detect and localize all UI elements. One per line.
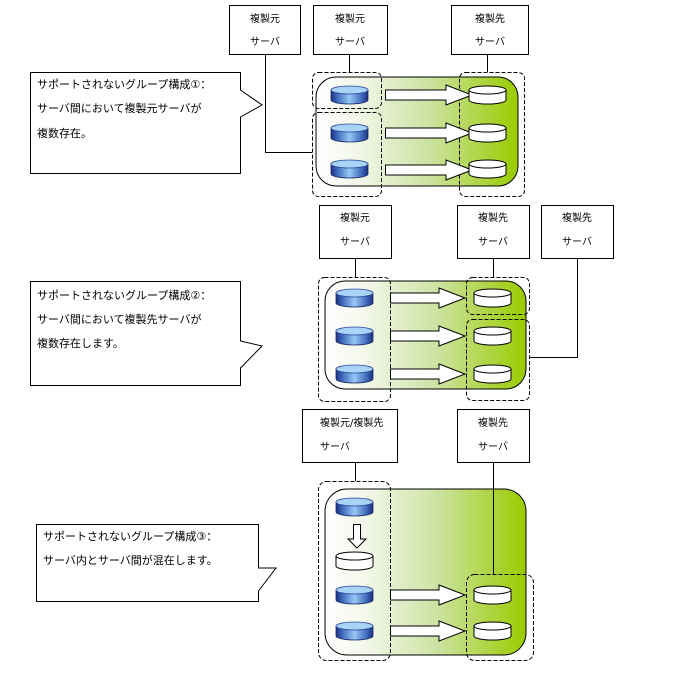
- diagram-1: 複製元 サーバ 複製元 サーバ 複製先 サーバ サポートされないグループ構成①：…: [30, 5, 529, 197]
- dashed-group-target: [466, 574, 534, 661]
- server-label: サーバ: [475, 36, 505, 48]
- server-label: 複製元: [340, 211, 370, 224]
- source-disks: [335, 585, 374, 641]
- callout-text: サーバ間において複製元サーバが: [37, 101, 201, 115]
- source-disk-icon: [335, 288, 374, 308]
- right-arrow-icon: [390, 584, 467, 606]
- target-disks: [473, 585, 512, 641]
- target-disk-icon: [468, 85, 507, 105]
- replication-arrows: [390, 584, 467, 642]
- replication-arrows: [385, 84, 474, 181]
- target-disks: [473, 288, 512, 384]
- source-disks: [330, 85, 369, 179]
- callout-text: 複数存在します。: [37, 336, 124, 350]
- down-arrow-icon: [346, 524, 368, 549]
- right-arrow-icon: [390, 363, 467, 385]
- callout-text: サポートされないグループ構成②：: [37, 288, 211, 302]
- source-disk-icon: [335, 326, 374, 346]
- server-label: サーバ: [250, 36, 280, 48]
- target-disks: [468, 85, 507, 179]
- server-label: サーバ: [562, 236, 592, 248]
- source-disk-icon: [330, 123, 369, 143]
- target-disk-icon: [468, 123, 507, 143]
- source-disk-icon: [335, 497, 374, 517]
- callout-text: サーバ間において複製先サーバが: [37, 312, 201, 326]
- target-disk-icon: [473, 288, 512, 308]
- dashed-group-source: [318, 277, 391, 402]
- right-arrow-icon: [385, 122, 474, 144]
- callout-3: サポートされないグループ構成③： サーバ内とサーバ間が混在します。: [36, 524, 278, 602]
- server-label: サーバ: [335, 36, 365, 48]
- server-label: 複製先: [475, 12, 505, 25]
- server-box-source-target: 複製元/複製先 サーバ: [302, 409, 398, 463]
- server-box-source-1: 複製元 サーバ: [319, 205, 392, 259]
- server-label: 複製先: [478, 211, 508, 224]
- source-disk-icon: [335, 585, 374, 605]
- dashed-group-source-top: [312, 72, 382, 109]
- right-arrow-icon: [390, 325, 467, 347]
- replication-group-area: [324, 488, 527, 656]
- server-label: サーバ: [340, 236, 370, 248]
- server-label: 複製先: [478, 416, 508, 429]
- dashed-group-target-bottom: [466, 319, 530, 401]
- server-box-target-1: 複製先 サーバ: [457, 205, 530, 259]
- right-arrow-icon: [390, 620, 467, 642]
- connector-line: [265, 54, 312, 153]
- server-box-source-1: 複製元 サーバ: [229, 5, 301, 55]
- callout-text: 複数存在。: [37, 126, 92, 140]
- source-disks: [335, 497, 374, 517]
- right-arrow-icon: [385, 159, 474, 181]
- diagram-2: 複製元 サーバ 複製先 サーバ 複製先 サーバ サポートされないグループ構成②：…: [30, 205, 614, 402]
- server-box-target-2: 複製先 サーバ: [541, 205, 614, 259]
- target-disk-icon: [473, 585, 512, 605]
- server-box-target-1: 複製先 サーバ: [457, 409, 530, 463]
- diagram-3: 複製元/複製先 サーバ 複製先 サーバ サポートされないグループ構成③： サーバ…: [36, 409, 534, 661]
- server-label: 複製元: [335, 12, 365, 25]
- server-label: サーバ: [478, 441, 508, 453]
- server-box-source-2: 複製元 サーバ: [313, 5, 388, 55]
- target-disk-icon: [473, 326, 512, 346]
- source-disk-icon: [330, 159, 369, 179]
- callout-1: サポートされないグループ構成①： サーバ間において複製元サーバが 複数存在。: [30, 72, 263, 174]
- target-disk-icon: [468, 159, 507, 179]
- target-disk-icon: [473, 621, 512, 641]
- dashed-group-source-bottom: [312, 112, 382, 197]
- callout-text: サポートされないグループ構成①：: [37, 77, 211, 91]
- server-box-target-1: 複製先 サーバ: [451, 5, 529, 55]
- target-disk-icon: [473, 364, 512, 384]
- right-arrow-icon: [390, 287, 467, 309]
- server-label: サーバ: [478, 236, 508, 248]
- server-label: 複製元/複製先: [320, 416, 383, 429]
- server-label: 複製元: [250, 12, 280, 25]
- target-disks: [335, 551, 374, 571]
- callout-text: サーバ内とサーバ間が混在します。: [43, 553, 218, 567]
- connector-line: [529, 258, 578, 358]
- source-disk-icon: [335, 621, 374, 641]
- replication-arrows: [390, 287, 467, 385]
- target-disk-icon: [335, 551, 374, 571]
- source-disks: [335, 288, 374, 384]
- right-arrow-icon: [385, 84, 474, 106]
- callout-text: サポートされないグループ構成③：: [43, 529, 217, 543]
- server-label: 複製先: [562, 211, 592, 224]
- source-disk-icon: [335, 364, 374, 384]
- callout-2: サポートされないグループ構成②： サーバ間において複製先サーバが 複数存在します…: [30, 281, 263, 386]
- dashed-group-target-top: [466, 277, 530, 315]
- dashed-group-source: [318, 481, 391, 661]
- source-disk-icon: [330, 85, 369, 105]
- server-label: サーバ: [320, 441, 350, 453]
